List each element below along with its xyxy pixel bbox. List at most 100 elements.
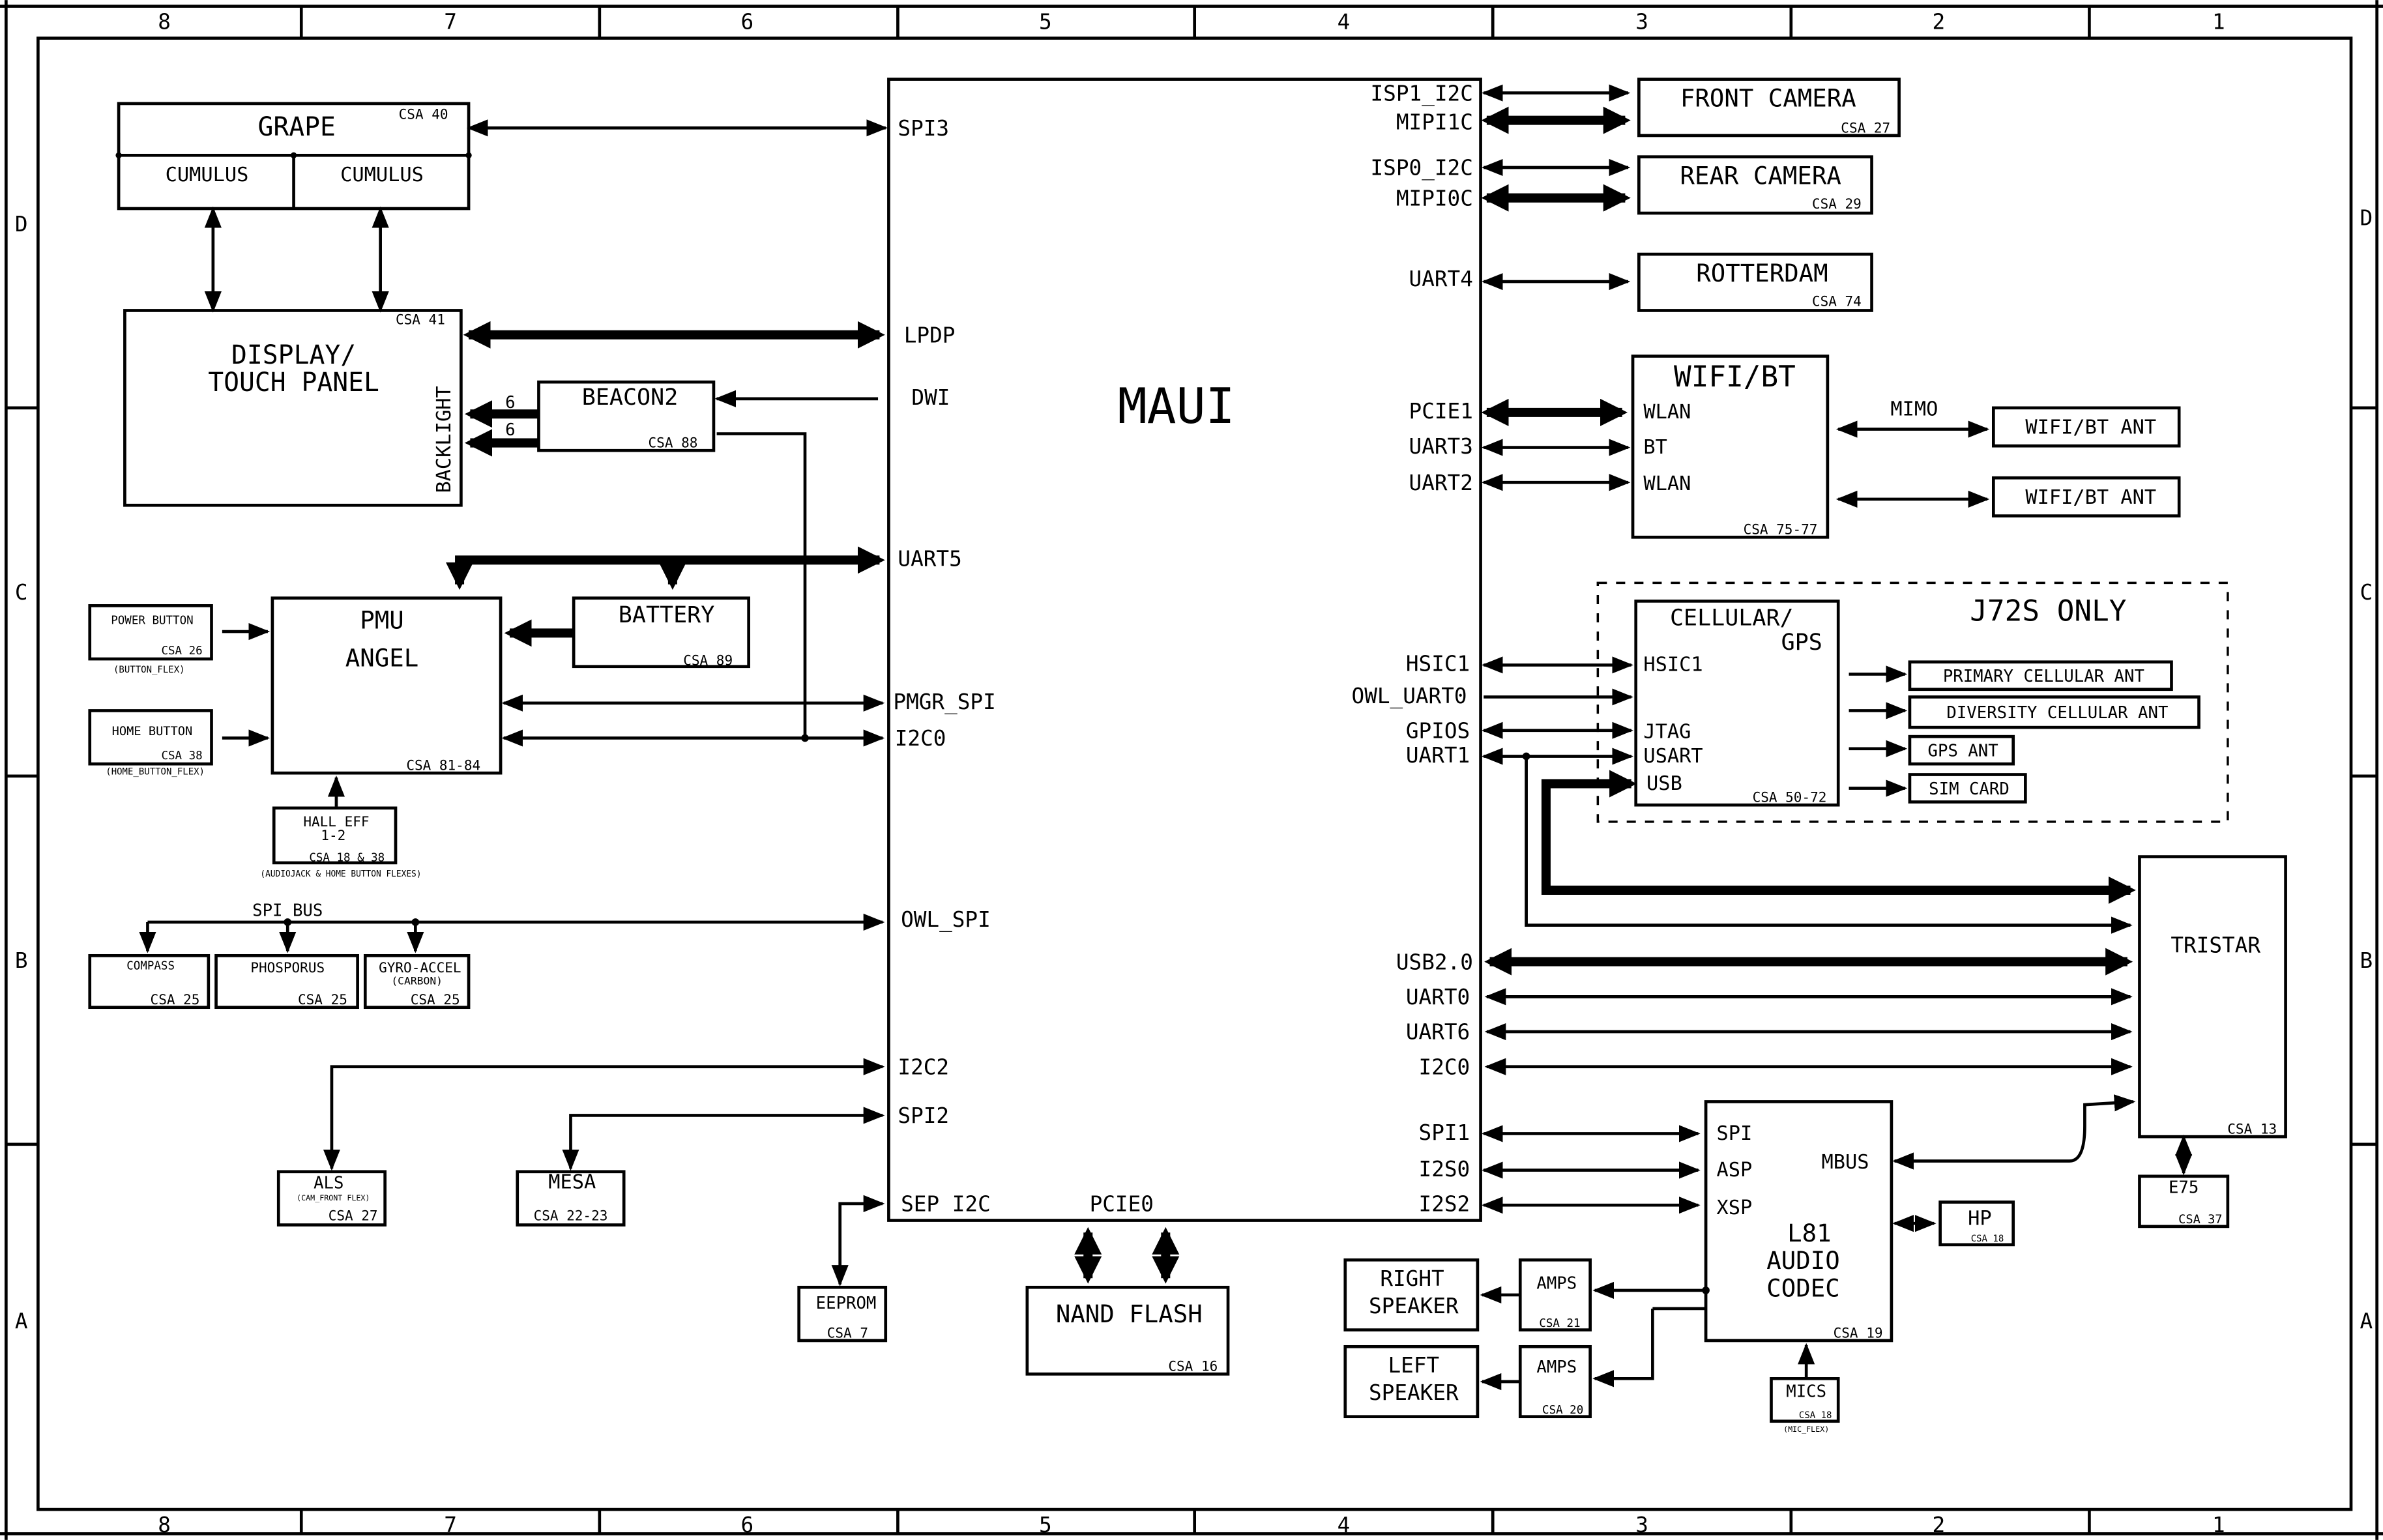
j72s-region: J72S ONLY xyxy=(1596,581,2229,823)
mics-block: MICS CSA 18 (MIC_FLEX) xyxy=(1770,1377,1840,1434)
display-block: DISPLAY/ TOUCH PANEL CSA 41 BACKLIGHT xyxy=(123,309,463,507)
row-label-right: C xyxy=(2360,580,2373,605)
left-speaker-line2: SPEAKER xyxy=(1369,1380,1459,1405)
pin-uart3: UART3 xyxy=(1409,434,1473,459)
col-label-bottom: 7 xyxy=(444,1513,457,1537)
grape-csa: CSA 40 xyxy=(399,106,448,122)
codec-port-spi: SPI xyxy=(1716,1122,1752,1145)
power-button-sub: (BUTTON_FLEX) xyxy=(113,665,185,675)
pin-spi3: SPI3 xyxy=(898,116,949,141)
pin-owl-spi: OWL_SPI xyxy=(901,907,991,932)
tristar-csa: CSA 13 xyxy=(2227,1120,2277,1137)
col-label-bottom: 4 xyxy=(1338,1513,1351,1537)
pmu-line2: ANGEL xyxy=(345,644,418,673)
col-label-bottom: 3 xyxy=(1635,1513,1648,1537)
rotterdam-block: ROTTERDAM CSA 74 xyxy=(1637,252,1873,312)
wifi-csa: CSA 75-77 xyxy=(1744,521,1818,538)
col-label-top: 3 xyxy=(1635,10,1648,35)
row-label-left: B xyxy=(15,948,28,973)
wifi-antenna-blocks: WIFI/BT ANT WIFI/BT ANT xyxy=(1992,406,2181,517)
amps-blocks: AMPS CSA 21 AMPS CSA 20 xyxy=(1518,1258,1592,1419)
als-sub: (CAM_FRONT FLEX) xyxy=(297,1193,370,1202)
tristar-block: TRISTAR CSA 13 xyxy=(2138,855,2287,1139)
mesa-block: MESA CSA 22-23 xyxy=(516,1170,626,1227)
beacon2-csa: CSA 88 xyxy=(649,435,698,451)
pin-uart5: UART5 xyxy=(898,547,961,572)
eeprom-block: EEPROM CSA 7 xyxy=(797,1285,888,1343)
battery-title: BATTERY xyxy=(619,602,715,628)
eeprom-title: EEPROM xyxy=(816,1294,877,1313)
hall-csa: CSA 18 & 38 xyxy=(309,852,385,865)
pmu-line1: PMU xyxy=(360,605,403,634)
rotterdam-title: ROTTERDAM xyxy=(1696,259,1828,287)
home-button-title: HOME BUTTON xyxy=(112,725,193,738)
col-label-top: 8 xyxy=(158,10,171,35)
pin-hsic1: HSIC1 xyxy=(1406,652,1470,676)
nand-csa: CSA 16 xyxy=(1168,1358,1218,1374)
pin-i2c2: I2C2 xyxy=(898,1054,949,1079)
pin-uart6: UART6 xyxy=(1406,1020,1470,1045)
power-button-block: POWER BUTTON CSA 26 (BUTTON_FLEX) xyxy=(88,604,213,675)
maui-title: MAUI xyxy=(1118,378,1235,435)
pin-mipi0c: MIPI0C xyxy=(1396,186,1473,211)
pin-pcie0: PCIE0 xyxy=(1090,1192,1154,1217)
pin-owl-uart0: OWL_UART0 xyxy=(1352,684,1467,708)
row-label-left: A xyxy=(15,1309,28,1333)
grape-block: GRAPE CSA 40 CUMULUS CUMULUS xyxy=(115,102,472,211)
codec-csa: CSA 19 xyxy=(1834,1324,1883,1341)
pin-lpdp: LPDP xyxy=(904,323,956,347)
rotterdam-csa: CSA 74 xyxy=(1812,293,1862,309)
battery-block: BATTERY CSA 89 xyxy=(572,596,750,668)
gyro-csa: CSA 25 xyxy=(411,991,460,1008)
rear-camera-csa: CSA 29 xyxy=(1812,196,1862,212)
e75-title: E75 xyxy=(2169,1178,2199,1198)
front-camera-block: FRONT CAMERA CSA 27 xyxy=(1637,78,1901,138)
home-button-sub: (HOME_BUTTON_FLEX) xyxy=(106,767,205,777)
cumulus-right: CUMULUS xyxy=(340,164,424,186)
pin-i2s0: I2S0 xyxy=(1419,1157,1470,1182)
pin-uart1: UART1 xyxy=(1406,743,1470,768)
hp-block: HP CSA 18 xyxy=(1938,1200,2015,1247)
pin-dwi: DWI xyxy=(911,385,950,410)
col-label-top: 7 xyxy=(444,10,457,35)
col-label-top: 5 xyxy=(1039,10,1052,35)
left-speaker-line1: LEFT xyxy=(1388,1353,1440,1378)
cellular-port-usb: USB xyxy=(1646,772,1682,795)
als-title: ALS xyxy=(314,1174,344,1193)
hall-line2: 1-2 xyxy=(321,827,345,843)
backlight-bus-count: 6 xyxy=(505,420,515,440)
row-label-left: D xyxy=(15,212,28,237)
pin-pcie1: PCIE1 xyxy=(1409,399,1473,424)
codec-line3: CODEC xyxy=(1766,1273,1839,1302)
diversity-ant-title: DIVERSITY CELLULAR ANT xyxy=(1946,703,2168,723)
backlight-label: BACKLIGHT xyxy=(433,386,456,493)
e75-csa: CSA 37 xyxy=(2178,1213,2222,1227)
gyro-sub: (CARBON) xyxy=(391,975,443,987)
rear-camera-block: REAR CAMERA CSA 29 xyxy=(1637,155,1873,215)
maui-pins-right: ISP1_I2C MIPI1C ISP0_I2C MIPI0C UART4 PC… xyxy=(1352,81,1473,1216)
amps-2-csa: CSA 20 xyxy=(1542,1404,1583,1417)
row-label-right: B xyxy=(2360,948,2373,973)
pin-mipi1c: MIPI1C xyxy=(1396,110,1473,135)
pin-uart0: UART0 xyxy=(1406,985,1470,1010)
col-label-bottom: 5 xyxy=(1039,1513,1052,1537)
cellular-gps-block: CELLULAR/ GPS HSIC1 JTAG USART USB CSA 5… xyxy=(1634,600,1840,807)
wifi-bt-block: WIFI/BT WLAN BT WLAN CSA 75-77 MIMO xyxy=(1631,355,1938,539)
maui-pins-left: SPI3 LPDP DWI UART5 PMGR_SPI I2C0 OWL_SP… xyxy=(893,116,1154,1217)
gps-ant-title: GPS ANT xyxy=(1928,741,1998,761)
row-label-right: D xyxy=(2360,206,2373,231)
col-label-top: 1 xyxy=(2212,10,2225,35)
wifi-ant-1-title: WIFI/BT ANT xyxy=(2025,416,2156,439)
display-csa: CSA 41 xyxy=(396,311,445,327)
compass-csa: CSA 25 xyxy=(151,991,200,1008)
sim-card-title: SIM CARD xyxy=(1929,779,2010,799)
rear-camera-title: REAR CAMERA xyxy=(1680,162,1841,190)
codec-port-xsp: XSP xyxy=(1716,1197,1752,1219)
wifi-port-wlan: WLAN xyxy=(1643,472,1691,495)
phosporus-title: PHOSPORUS xyxy=(250,959,325,976)
pmu-csa: CSA 81-84 xyxy=(406,757,480,774)
home-button-block: HOME BUTTON CSA 38 (HOME_BUTTON_FLEX) xyxy=(88,709,213,777)
nand-flash-block: NAND FLASH CSA 16 xyxy=(1025,1285,1230,1376)
cellular-line2: GPS xyxy=(1781,630,1822,656)
bus-lines xyxy=(446,106,2136,1284)
